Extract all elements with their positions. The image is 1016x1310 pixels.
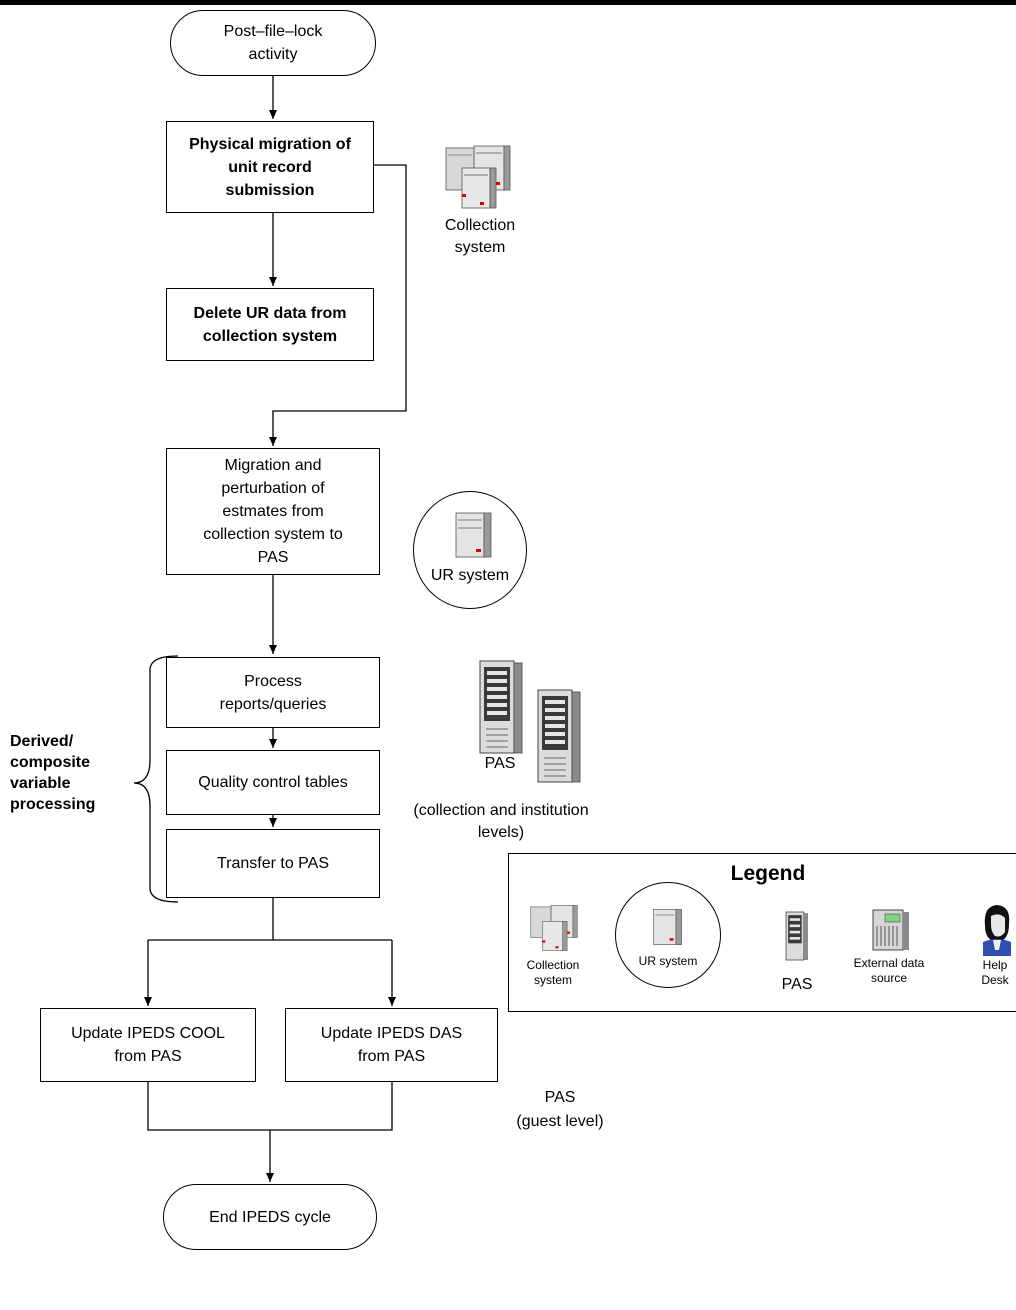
transfer-pas-box: Transfer to PAS xyxy=(166,829,380,898)
migration-perturbation-box: Migration and perturbation of estmates f… xyxy=(166,448,380,575)
physical-migration-label: Physical migration of unit record submis… xyxy=(189,135,351,199)
legend-ur-caption: UR system xyxy=(638,954,698,968)
pas-server-icon xyxy=(479,660,523,754)
pas-guest-subtitle: (guest level) xyxy=(516,1113,604,1130)
physical-migration-box: Physical migration of unit record submis… xyxy=(166,121,374,213)
legend-collection-caption: Collection system xyxy=(526,958,580,987)
collection-system-caption: Collection system xyxy=(444,217,516,256)
legend-help-caption: Help Desk xyxy=(981,958,1009,987)
pas-collection-title: PAS xyxy=(484,755,516,772)
collection-system-icon xyxy=(445,145,511,209)
arrow-physical-bypass xyxy=(269,164,407,446)
update-cool-box: Update IPEDS COOL from PAS xyxy=(40,1008,256,1082)
end-terminal: End IPEDS cycle xyxy=(163,1184,377,1250)
update-cool-label: Update IPEDS COOL from PAS xyxy=(71,1025,225,1065)
ur-system-caption: UR system xyxy=(430,567,510,584)
legend-collection-icon xyxy=(530,905,578,951)
legend-pas-caption: PAS xyxy=(781,976,813,993)
top-rule xyxy=(0,0,1016,5)
start-label: Post–file–lock activity xyxy=(223,23,323,63)
process-reports-label: Process reports/queries xyxy=(219,672,327,713)
legend-box: Legend Collection system UR system PAS xyxy=(508,853,1016,1012)
transfer-pas-label: Transfer to PAS xyxy=(216,855,330,872)
migration-perturbation-label: Migration and perturbation of estmates f… xyxy=(203,457,343,566)
legend-external-icon xyxy=(872,909,909,951)
pas-guest-title: PAS xyxy=(544,1089,576,1106)
update-das-label: Update IPEDS DAS from PAS xyxy=(320,1025,463,1065)
legend-title: Legend xyxy=(730,862,806,885)
brace xyxy=(133,655,179,903)
delete-ur-box: Delete UR data from collection system xyxy=(166,288,374,361)
delete-ur-label: Delete UR data from collection system xyxy=(193,304,347,345)
legend-pas-icon xyxy=(785,911,808,961)
end-label: End IPEDS cycle xyxy=(209,1208,331,1226)
quality-control-label: Quality control tables xyxy=(198,774,348,791)
update-das-box: Update IPEDS DAS from PAS xyxy=(285,1008,498,1082)
legend-ur-icon xyxy=(653,909,682,945)
start-terminal: Post–file–lock activity xyxy=(170,10,376,76)
help-desk-icon xyxy=(983,905,1011,956)
merge-lines xyxy=(147,1082,393,1131)
derived-processing-label: Derived/ composite variable processing xyxy=(10,733,96,813)
ur-server-icon xyxy=(455,512,492,558)
legend-external-caption: External data source xyxy=(853,956,925,985)
pas-collection-subtitle: (collection and institution levels) xyxy=(413,802,589,841)
process-reports-box: Process reports/queries xyxy=(166,657,380,728)
quality-control-box: Quality control tables xyxy=(166,750,380,815)
pas-guest-server-icon xyxy=(537,689,581,783)
